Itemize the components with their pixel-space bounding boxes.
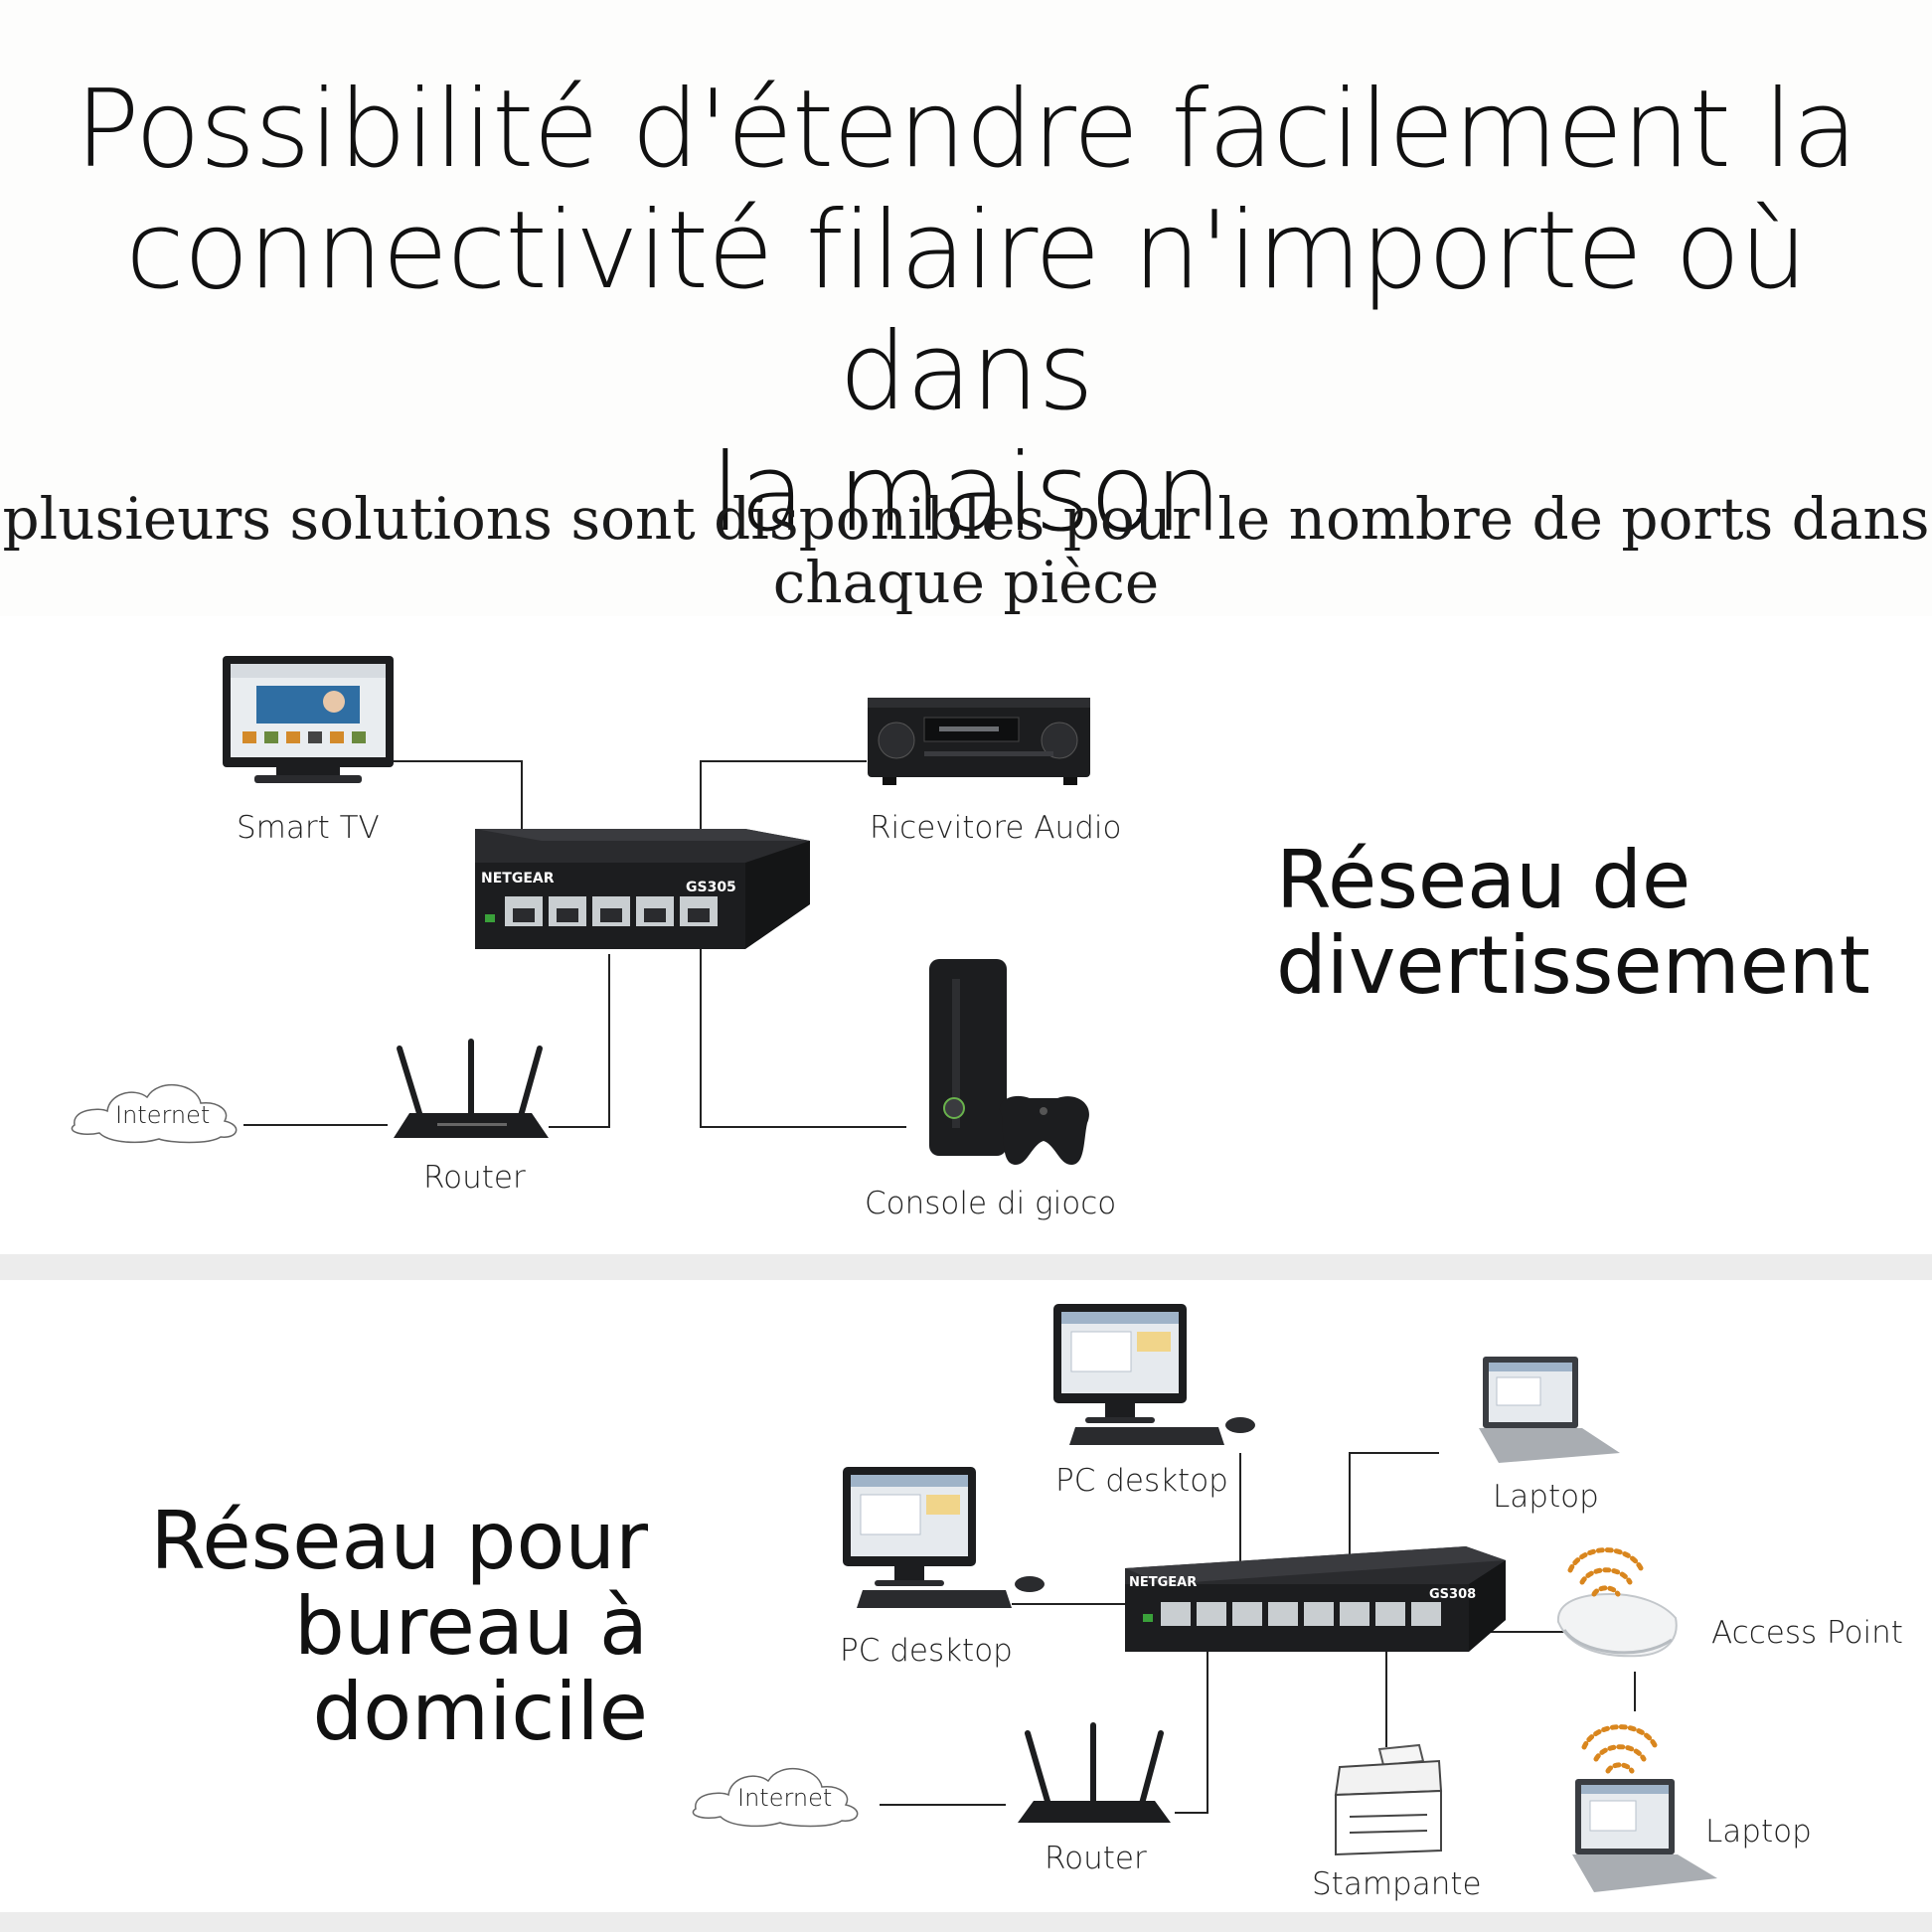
wifi-signal-laptop-icon xyxy=(1581,1724,1659,1774)
page-title: Possibilité d'étendre facilement la conn… xyxy=(75,68,1858,556)
switch-gs305-model: GS305 xyxy=(686,880,736,895)
audio-receiver-label: Ricevitore Audio xyxy=(870,810,1122,846)
switch-gs308-model: GS308 xyxy=(1429,1587,1476,1602)
game-console-icon xyxy=(929,959,1089,1165)
access-point-label: Access Point xyxy=(1711,1615,1903,1651)
home-office-heading: Réseau pour bureau à domicile xyxy=(150,1495,648,1758)
switch-gs308-brand: NETGEAR xyxy=(1129,1575,1197,1590)
link-switch-router xyxy=(549,954,610,1128)
pc-desktop-top-icon xyxy=(1053,1304,1255,1445)
pc-desktop-left-icon xyxy=(843,1467,1045,1608)
switch-gs308-icon: NETGEAR GS308 xyxy=(1125,1546,1506,1652)
printer-icon xyxy=(1334,1743,1443,1856)
internet-label: Internet xyxy=(115,1101,211,1129)
printer-label: Stampante xyxy=(1312,1866,1482,1902)
router-2-icon xyxy=(1018,1722,1171,1823)
router-icon xyxy=(394,1039,549,1138)
switch-gs305-icon: NETGEAR GS305 xyxy=(475,829,810,949)
laptop-top-label: Laptop xyxy=(1493,1479,1599,1515)
audio-receiver-icon xyxy=(868,698,1090,785)
internet-cloud-2-icon xyxy=(692,1767,859,1828)
link-switch-console xyxy=(700,929,906,1128)
switch-gs305-brand: NETGEAR xyxy=(481,871,555,886)
access-point-icon xyxy=(1556,1592,1678,1658)
laptop-bottom-icon xyxy=(1572,1779,1717,1892)
smart-tv-label: Smart TV xyxy=(237,810,380,846)
panel-separator xyxy=(0,1254,1932,1280)
router-2-label: Router xyxy=(1045,1841,1147,1876)
laptop-top-icon xyxy=(1479,1357,1620,1463)
bottom-strip xyxy=(0,1912,1932,1932)
internet-2-label: Internet xyxy=(737,1784,833,1812)
router-label: Router xyxy=(423,1160,526,1196)
pc-desktop-left-label: PC desktop xyxy=(840,1633,1013,1669)
entertainment-heading: Réseau de divertissement xyxy=(1276,834,1870,1012)
laptop-bottom-label: Laptop xyxy=(1705,1814,1812,1850)
link-laptop-switch xyxy=(1349,1452,1439,1590)
pc-desktop-top-label: PC desktop xyxy=(1055,1463,1228,1499)
page-subtitle: plusieurs solutions sont disponibles pou… xyxy=(2,485,1930,616)
internet-cloud-icon xyxy=(71,1083,238,1144)
smart-tv-icon xyxy=(223,656,394,783)
wifi-signal-icon xyxy=(1567,1547,1645,1597)
link-switch-router2 xyxy=(1175,1645,1208,1814)
console-label: Console di gioco xyxy=(865,1186,1117,1221)
